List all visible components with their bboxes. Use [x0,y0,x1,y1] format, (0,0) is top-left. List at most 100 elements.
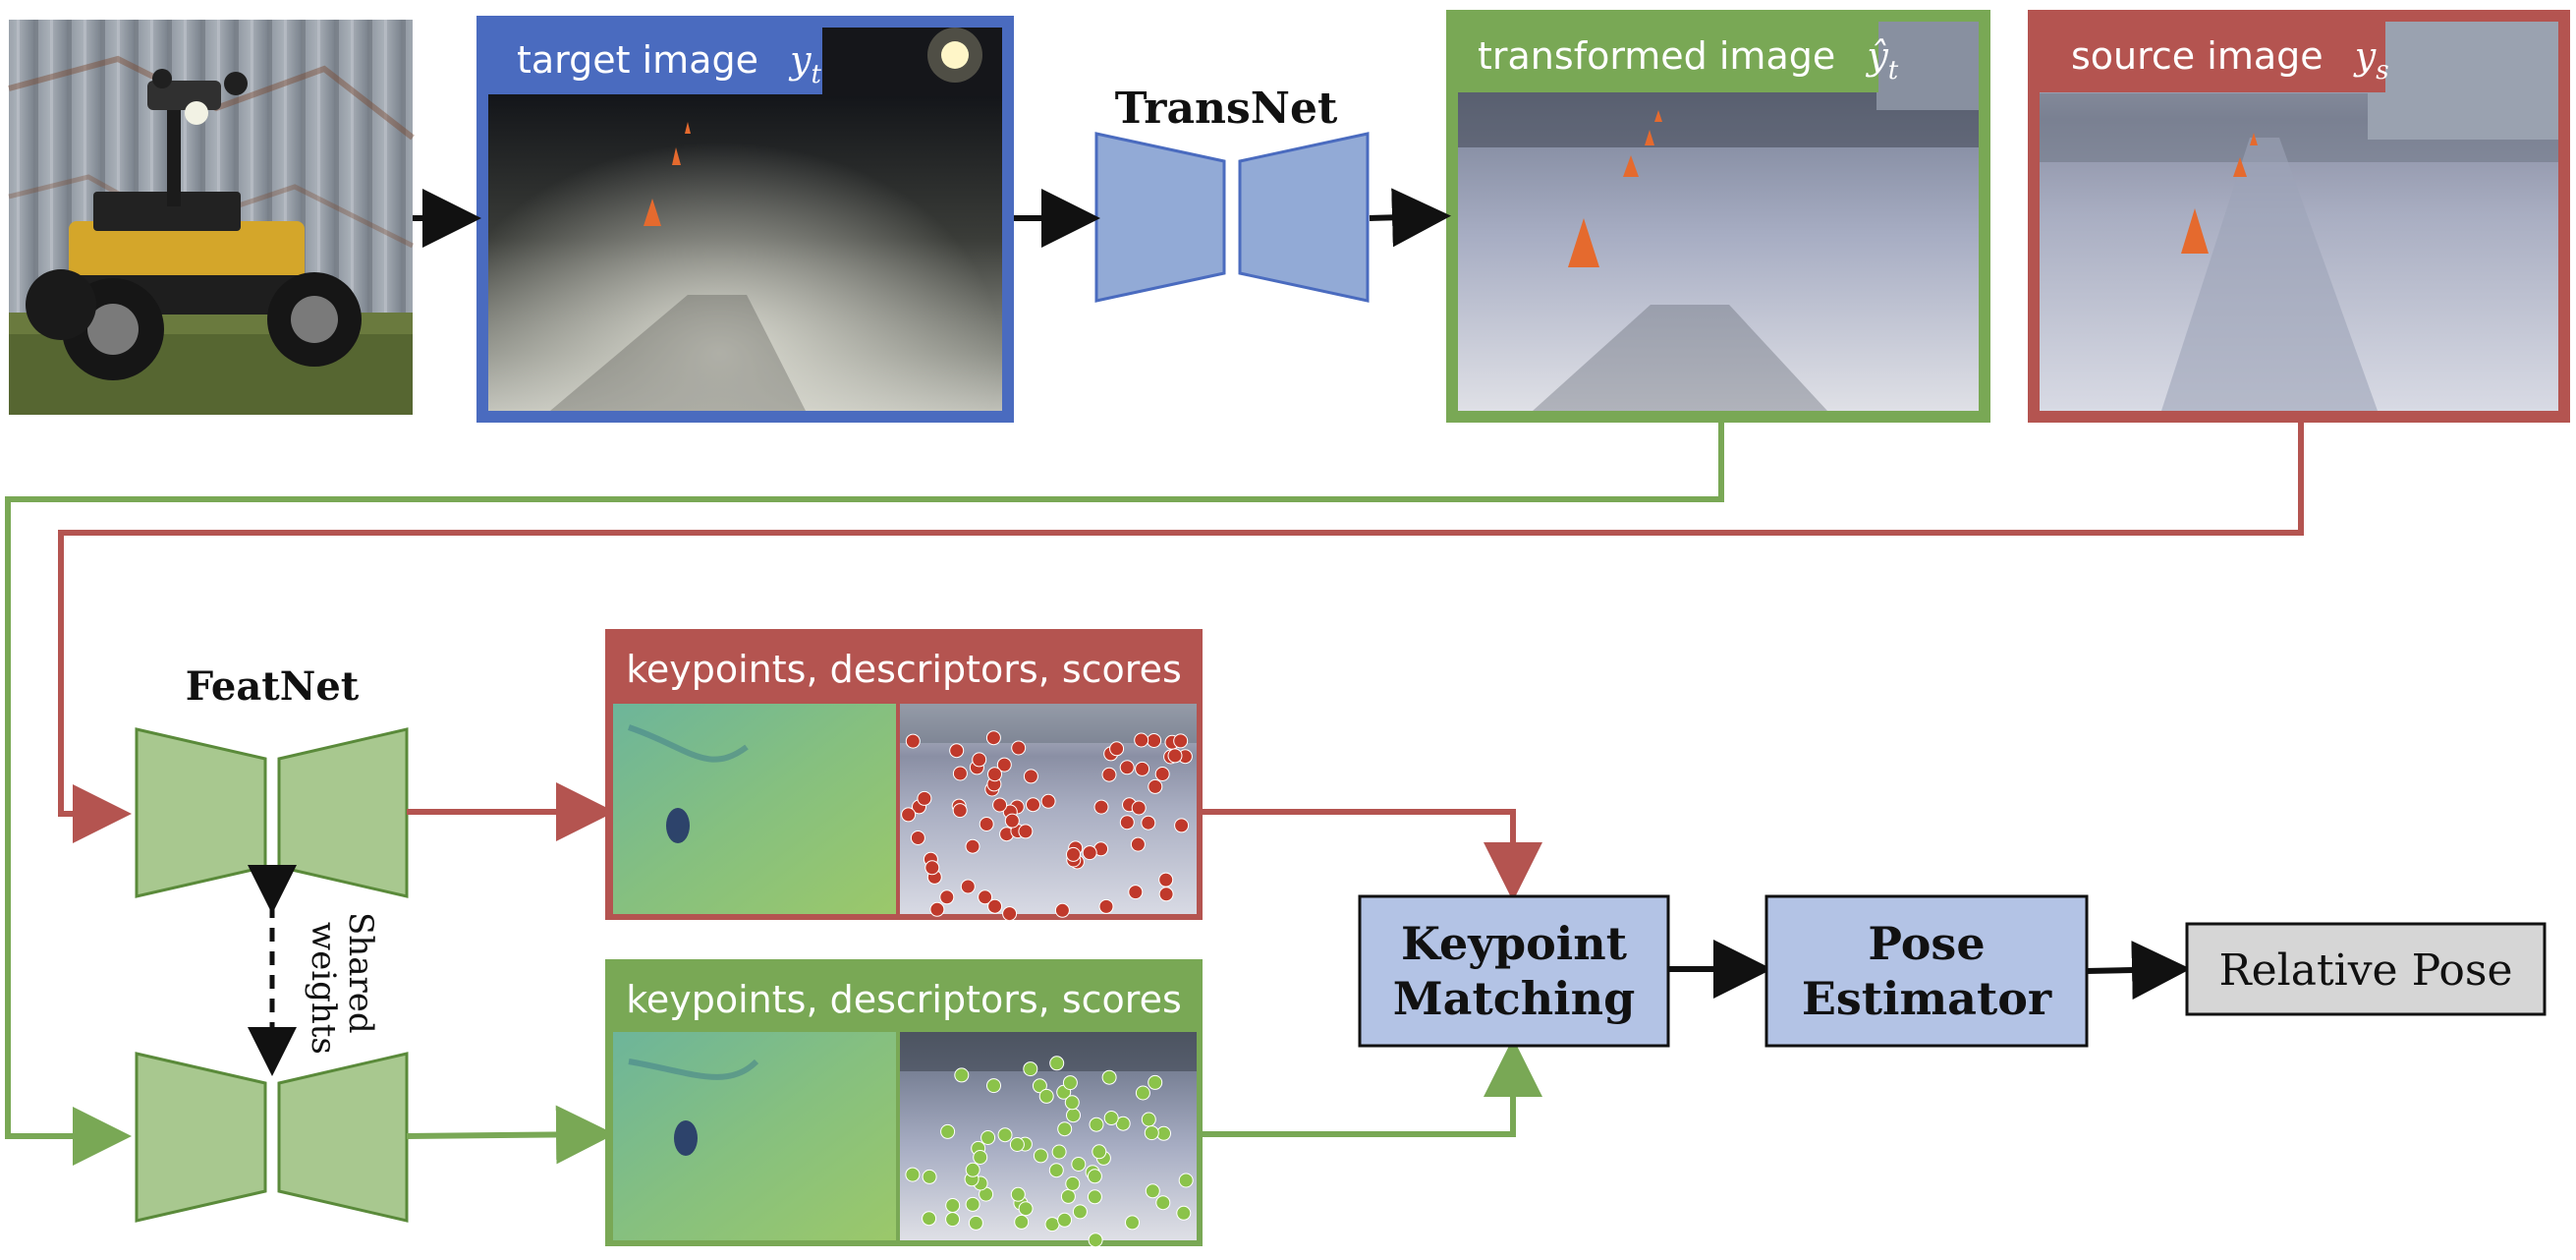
keypoint-dot [1141,815,1156,830]
featnet-top-encoder [135,727,267,898]
keypoint-dot [1176,1205,1192,1221]
keypoint-dot [1154,767,1170,781]
featnet-bottom-decoder [277,1052,409,1223]
keypoint-dot [952,766,968,781]
keypoint-matching-line1: Keypoint [1401,917,1628,970]
pose-estimator-line1: Pose [1868,917,1985,970]
target-image-label: target image [517,38,758,82]
keypoint-dot [1101,767,1117,782]
keypoint-dot [1038,1088,1054,1104]
keypoint-dot [1135,1085,1150,1101]
keypoint-dot [1089,1117,1104,1132]
transformed-image-symbol: ŷ [1865,34,1888,78]
keypoint-matching-block: Keypoint Matching [1358,894,1670,1048]
source-image-subscript: s [2376,56,2388,86]
target-image-panel: target image yt [476,16,1014,423]
arrow-featnet-to-green-features [406,1105,615,1165]
keypoint-dot [1125,1215,1140,1231]
keypoint-dot [1057,1212,1073,1228]
features-bottom-keypoints [905,1056,1194,1248]
keypoint-dot [1064,1095,1080,1111]
keypoint-dot [940,1123,956,1139]
transformed-image-label: transformed image [1478,34,1835,78]
keypoint-dot [992,797,1008,813]
keypoint-dot [952,803,968,819]
robot-vehicle-photo [8,20,415,415]
keypoint-dot [965,838,980,854]
arrow-red-features-to-matching [1203,809,1542,901]
keypoint-dot [1098,898,1114,914]
red-route-to-featnet [58,423,2304,843]
keypoint-dot [1051,1144,1067,1160]
keypoint-dot [1128,885,1144,900]
arrow-green-features-to-matching [1203,1038,1542,1137]
keypoint-dot [1145,1183,1160,1199]
keypoint-dot [1158,887,1174,902]
features-bottom-panel: keypoints, descriptors, scores [605,959,1203,1248]
keypoint-dot [1155,1195,1171,1211]
keypoint-dot [1044,1217,1060,1232]
transnet-title: TransNet [1115,84,1338,134]
keypoint-dot [922,1211,937,1227]
keypoint-dot [929,901,945,917]
keypoint-dot [1023,1061,1038,1077]
green-route-to-featnet [5,423,1724,1166]
keypoint-dot [973,1150,988,1165]
transformed-image-panel: transformed image ŷt [1446,10,1990,423]
transformed-image-subscript: t [1888,56,1899,86]
keypoint-dot [1167,748,1183,764]
shared-weights-line2: weights [304,922,343,1055]
source-image-label-tab [2040,22,2385,92]
keypoint-dot [960,879,976,894]
keypoint-dot [954,1067,970,1083]
relative-pose-label: Relative Pose [2218,945,2512,996]
featnet-bottom-encoder [135,1052,267,1223]
keypoint-dot [1066,846,1081,862]
source-image-label: source image [2071,34,2324,78]
keypoint-dot [1010,1186,1026,1202]
keypoint-dot [1072,1204,1088,1220]
keypoint-dot [945,1212,961,1228]
features-top-panel: keypoints, descriptors, scores [605,629,1203,922]
shared-weights-line1: Shared [341,912,380,1034]
keypoint-dot [1134,732,1149,748]
source-image-panel: source image ys [2028,10,2570,423]
keypoint-dot [1065,1175,1081,1191]
transnet-network: TransNet [1094,84,1370,303]
keypoint-dot [972,752,987,768]
keypoint-dot [1057,1121,1073,1137]
target-image-symbol: y [788,38,812,82]
keypoint-dot [901,807,917,823]
arrow-pose-to-relative [2086,941,2191,1001]
keypoint-dot [1103,1111,1119,1125]
keypoint-dot [1147,733,1162,748]
keypoint-dot [1093,799,1109,815]
transnet-decoder [1238,132,1370,303]
keypoint-dot [1135,761,1150,776]
keypoint-dot [1049,1056,1065,1071]
svg-text:transformed image ŷt: transformed image ŷt [1478,34,1899,86]
keypoint-dot [986,1078,1001,1094]
keypoint-dot [1004,813,1020,829]
keypoint-dot [1018,1201,1034,1217]
keypoint-dot [1109,741,1125,757]
keypoint-dot [1062,1075,1078,1091]
keypoint-dot [939,889,955,905]
keypoint-dot [1026,797,1040,813]
featnet-top-decoder [277,727,409,898]
keypoint-dot [1018,824,1034,839]
keypoint-dot [997,1127,1013,1143]
target-image-subscript: t [812,60,822,89]
keypoint-dot [1173,733,1189,749]
source-image-symbol: y [2353,34,2377,78]
keypoint-dot [917,790,932,806]
keypoint-dot [1092,1144,1107,1160]
keypoint-dot [1144,1125,1159,1141]
keypoint-dot [1011,740,1027,756]
keypoint-dot [1060,1188,1076,1204]
transnet-encoder [1094,132,1226,303]
keypoint-dot [996,757,1012,773]
keypoint-dot [1023,769,1038,784]
keypoint-dot [985,730,1001,746]
keypoint-dot [1178,1173,1194,1188]
